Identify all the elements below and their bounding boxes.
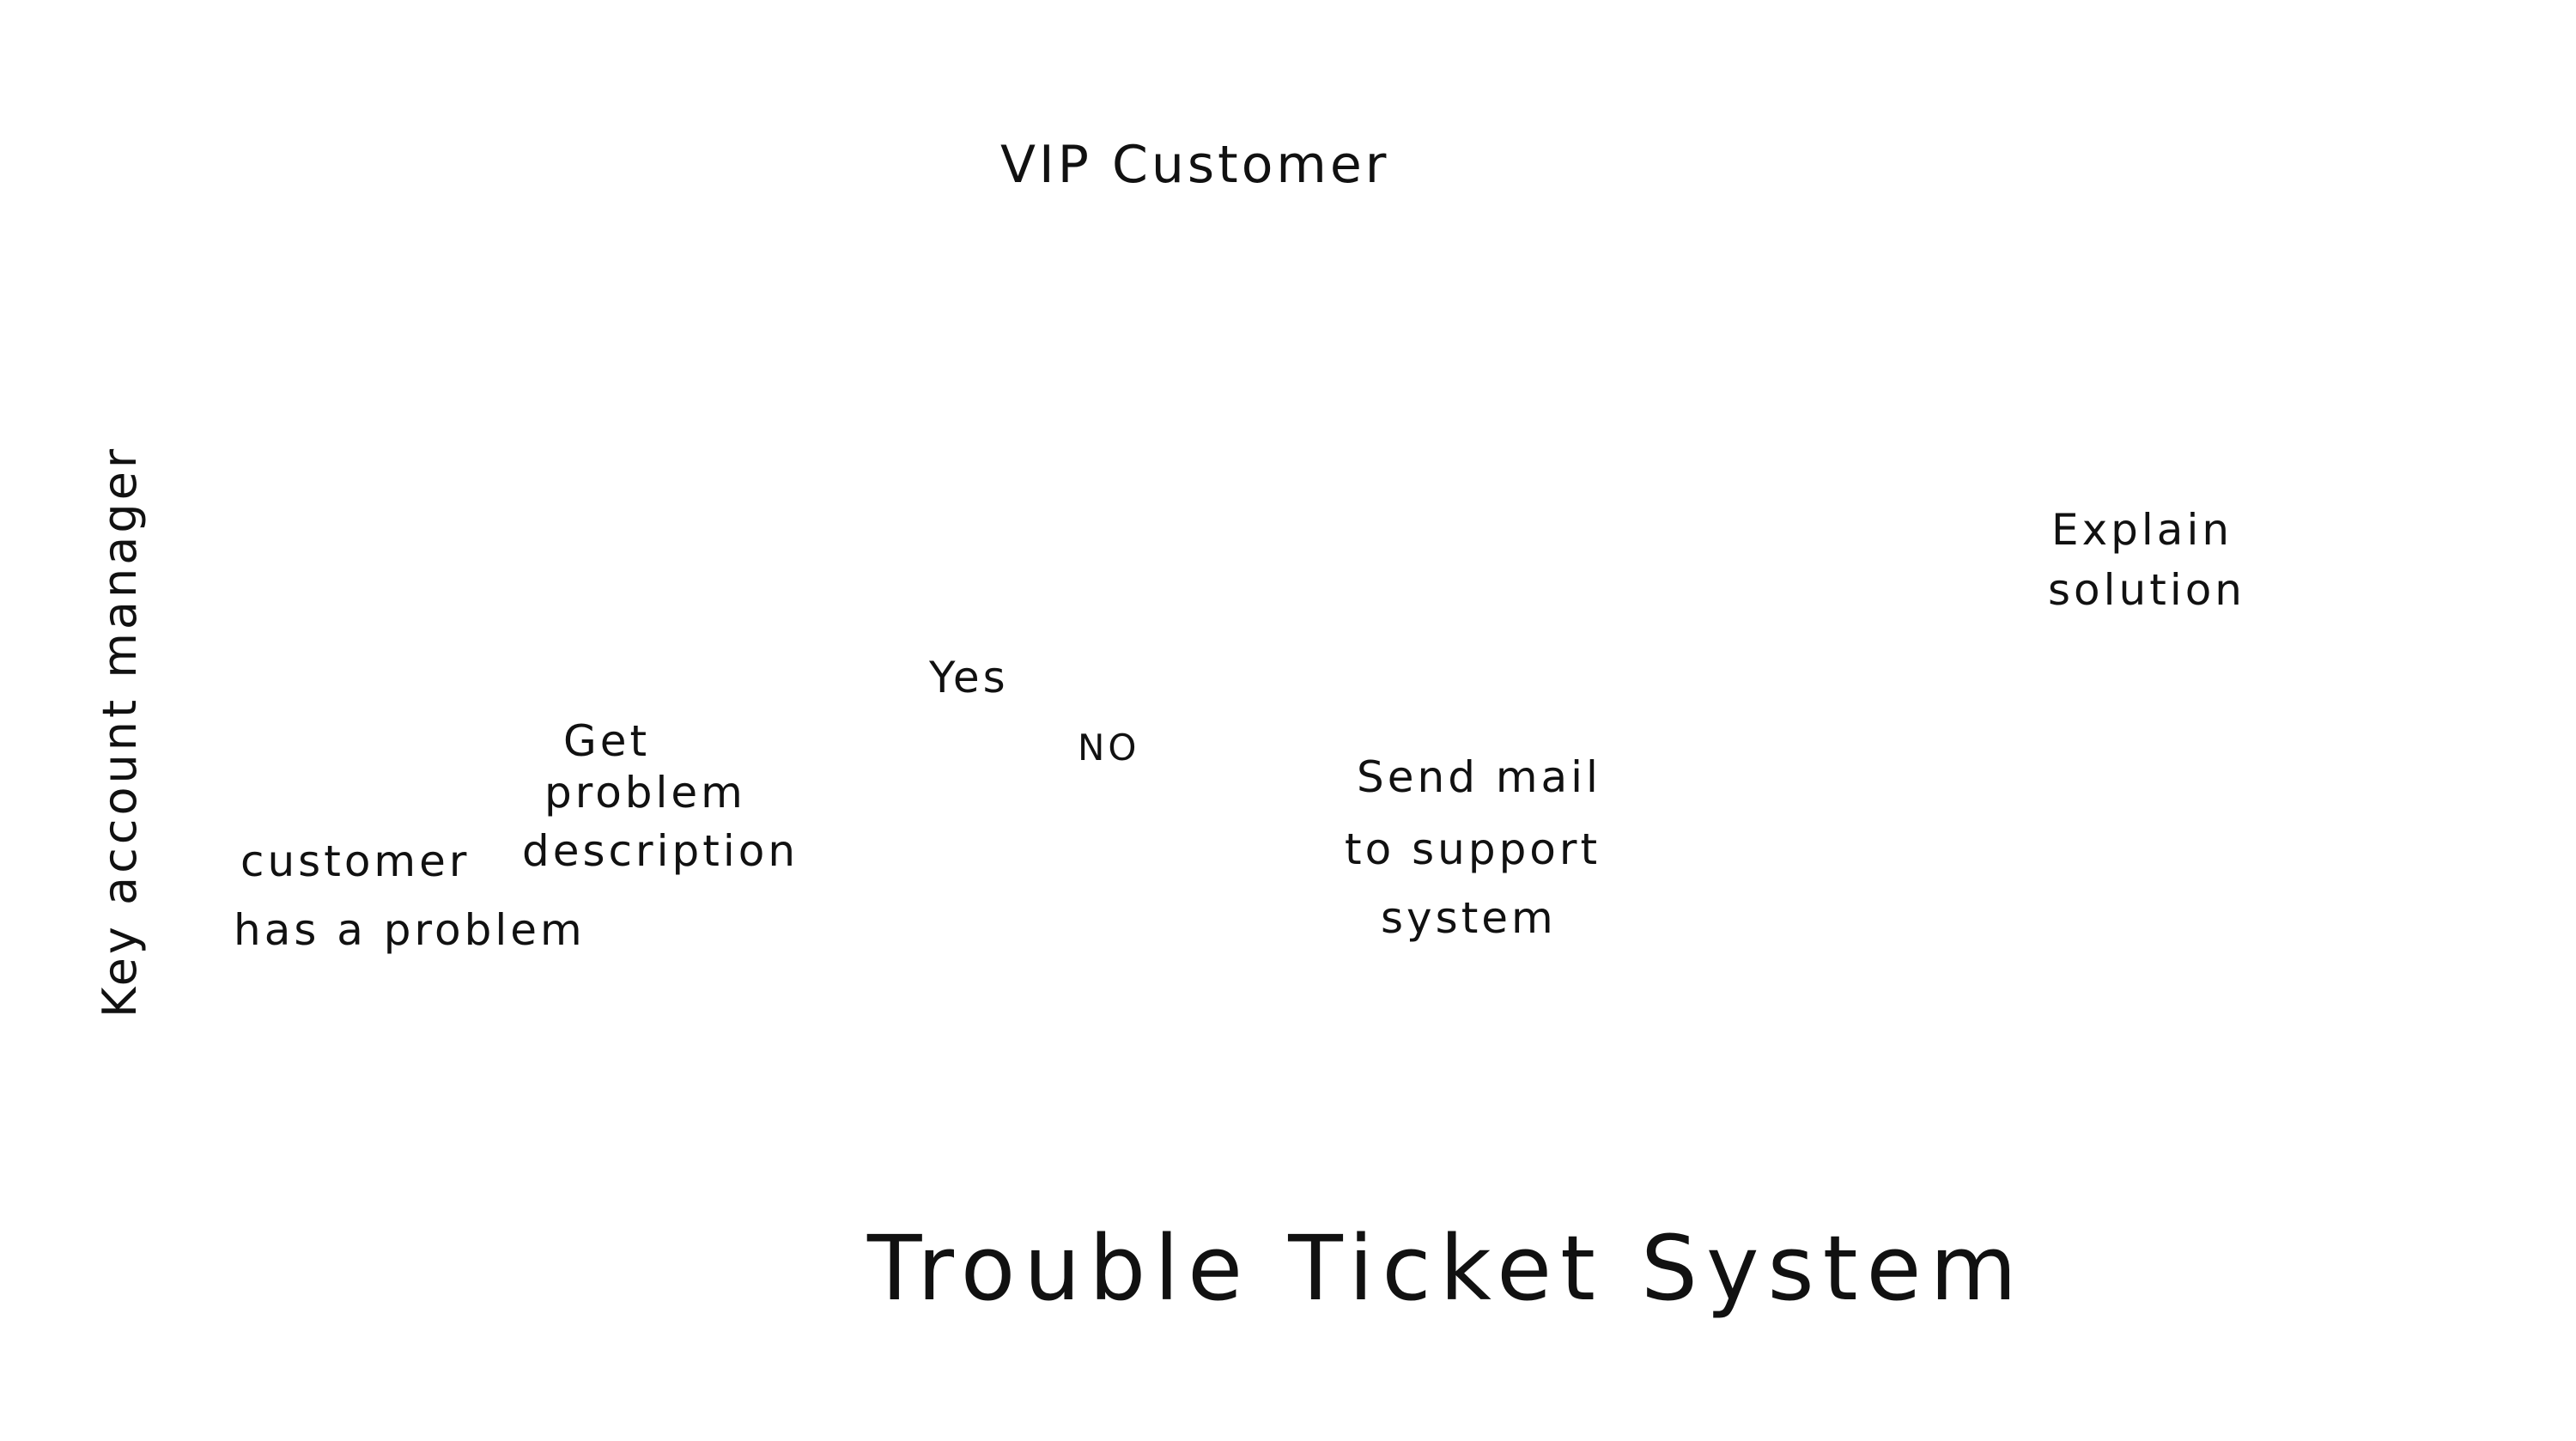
lane-label-trouble-ticket-system: Trouble Ticket System (867, 1216, 2026, 1321)
node-text-line: Get (563, 716, 651, 766)
node-text-line: Explain (2051, 505, 2233, 555)
lane-label-key-account-manager: Key account manager (93, 445, 147, 1018)
branch-label-yes: Yes (929, 653, 1009, 702)
node-text-line: Send mail (1357, 752, 1601, 802)
node-text-line: to support (1345, 824, 1601, 874)
lane-label-vip-customer: VIP Customer (1000, 135, 1390, 195)
branch-label-no: NO (1078, 727, 1140, 769)
node-text-line: solution (2048, 565, 2245, 615)
node-text-line: has a problem (234, 905, 586, 955)
node-text-line: system (1381, 893, 1557, 943)
node-text-line: customer (240, 836, 471, 886)
node-text-line: description (522, 826, 799, 876)
node-text-line: problem (544, 768, 746, 818)
